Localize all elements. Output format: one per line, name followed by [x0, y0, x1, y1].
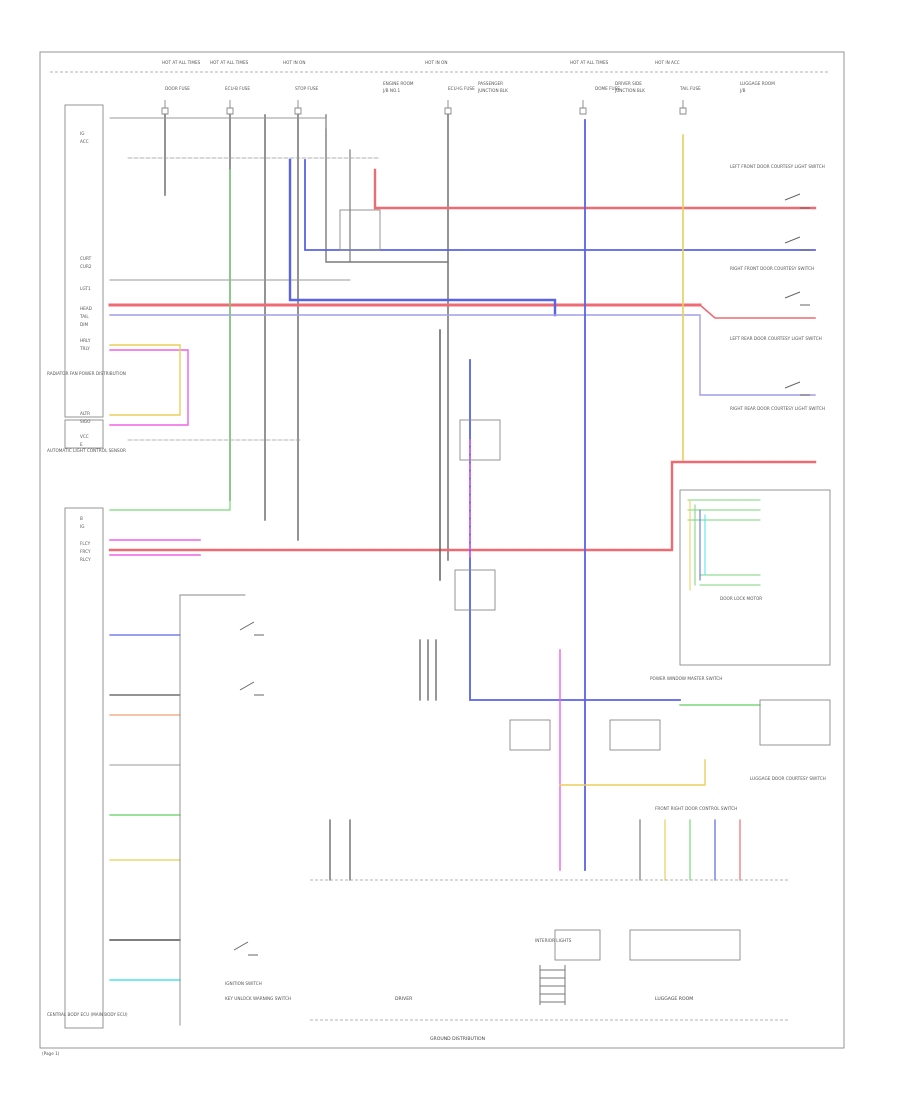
svg-text:FLCY: FLCY	[80, 541, 91, 546]
diagram-border	[39, 51, 845, 1049]
ecu-pin-labels: IG ACC CURT CUR2 LGT1 HEAD TAIL DIM HRLY…	[79, 131, 92, 562]
top-module-4b: J/B	[739, 88, 746, 93]
top-module-3b: JUNCTION BLK	[614, 88, 645, 93]
svg-text:FRCY: FRCY	[80, 549, 91, 554]
fuse-4-label: ECU-IG FUSE	[448, 86, 475, 91]
bottom-left-group-label: DRIVER	[395, 996, 413, 1002]
luggage-ecu-box	[759, 699, 831, 746]
svg-text:DIM: DIM	[80, 322, 88, 327]
door-lock-motor-label: DOOR LOCK MOTOR	[720, 596, 762, 601]
smart-key-ecu-box	[64, 104, 104, 418]
svg-text:B: B	[80, 516, 83, 521]
svg-text:TAIL: TAIL	[79, 314, 89, 319]
combination-switch-box	[679, 489, 831, 666]
fuse-symbols	[161, 100, 687, 115]
svg-text:CUR2: CUR2	[80, 264, 92, 269]
luggage-ground-box	[629, 929, 741, 961]
fuse-hot-label-3: HOT IN ON	[283, 60, 305, 65]
switch-rear-right-door-label: RIGHT REAR DOOR COURTESY LIGHT SWITCH	[730, 406, 825, 411]
top-module-3: DRIVER SIDE	[615, 81, 642, 86]
fuse-6-label: TAIL FUSE	[679, 86, 701, 91]
connector-symbol	[539, 965, 566, 1005]
switch-front-right-door-label: RIGHT FRONT DOOR COURTESY SWITCH	[730, 266, 814, 271]
fuse-hot-label-4: HOT IN ON	[425, 60, 447, 65]
svg-text:IG: IG	[80, 524, 84, 529]
top-module-2: PASSENGER	[478, 81, 503, 86]
svg-text:VCC: VCC	[80, 434, 89, 439]
power-module-box	[609, 719, 661, 751]
top-module-2b: JUNCTION BLK	[477, 88, 508, 93]
engine-junction-box	[339, 209, 381, 251]
svg-text:HRLY: HRLY	[80, 338, 91, 343]
fuse-hot-label-2: HOT AT ALL TIMES	[210, 60, 249, 65]
page-footer-code: (Page 1)	[42, 1051, 60, 1056]
driver-junction-box	[459, 419, 501, 461]
fuse-1-label: DOOR FUSE	[165, 86, 190, 91]
fuse-5-label: DOME FUSE	[595, 86, 620, 91]
svg-text:ACC: ACC	[80, 139, 89, 144]
main-body-ecu-box	[64, 507, 104, 1029]
top-module-4: LUGGAGE ROOM	[740, 81, 775, 86]
ground-left-label: FRONT RIGHT DOOR CONTROL SWITCH	[655, 806, 737, 811]
fuse-2-label: ECU-B FUSE	[225, 86, 250, 91]
svg-text:CURT: CURT	[80, 256, 92, 261]
svg-text:RLCY: RLCY	[80, 557, 91, 562]
fuse-hot-label-6: HOT IN ACC	[655, 60, 680, 65]
fuse-hot-label-5: HOT AT ALL TIMES	[570, 60, 609, 65]
svg-text:LGT1: LGT1	[80, 286, 91, 291]
right-switches	[233, 193, 810, 956]
wires	[108, 114, 817, 1026]
svg-text:SIGO: SIGO	[80, 419, 91, 424]
luggage-door-label: LUGGAGE DOOR COURTESY SWITCH	[750, 776, 826, 781]
svg-text:IG: IG	[80, 131, 84, 136]
power-window-label: POWER WINDOW MASTER SWITCH	[650, 676, 722, 681]
light-sensor-box	[64, 419, 104, 449]
relay-box	[509, 719, 551, 751]
light-sensor-label: AUTOMATIC LIGHT CONTROL SENSOR	[47, 448, 126, 453]
ground-distribution-label: GROUND DISTRIBUTION	[430, 1036, 485, 1042]
passenger-junction-box	[454, 569, 496, 611]
svg-text:E: E	[80, 442, 83, 447]
smart-key-ecu-label: RADIATOR FAN POWER DISTRIBUTION	[47, 371, 126, 376]
connector-label: INTERIOR LIGHTS	[535, 938, 572, 943]
bottom-right-group-label: LUGGAGE ROOM	[655, 996, 693, 1002]
top-module-1b: J/B NO.1	[382, 88, 400, 93]
interior-light-box	[554, 929, 601, 961]
svg-text:ALTR: ALTR	[80, 411, 90, 416]
fuse-hot-label-1: HOT AT ALL TIMES	[162, 60, 201, 65]
top-module-1: ENGINE ROOM	[383, 81, 414, 86]
svg-text:HEAD: HEAD	[80, 306, 92, 311]
switch-rear-left-door-label: LEFT REAR DOOR COURTESY LIGHT SWITCH	[730, 336, 822, 341]
switch-front-left-door-label: LEFT FRONT DOOR COURTESY LIGHT SWITCH	[730, 164, 825, 169]
key-unlock-label: KEY UNLOCK WARNING SWITCH	[225, 996, 291, 1001]
main-body-ecu-label: CENTRAL BODY ECU (MAIN BODY ECU)	[47, 1012, 128, 1017]
ignition-switch-label: IGNITION SWITCH	[225, 981, 262, 986]
fuse-3-label: STOP FUSE	[295, 86, 318, 91]
svg-text:TRLY: TRLY	[79, 346, 90, 351]
